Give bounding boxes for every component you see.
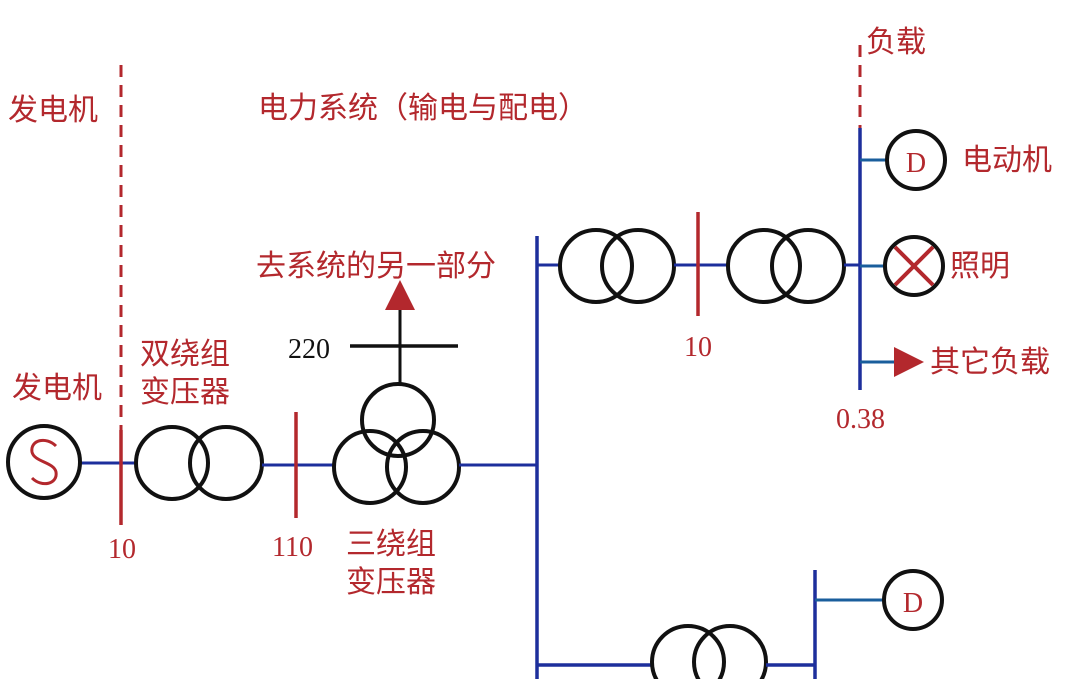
lighting-symbol [883, 235, 945, 297]
three-winding-transformer-symbol [332, 382, 461, 505]
voltage-mid-bus: 10 [684, 332, 712, 363]
two-winding-transformer-symbol [134, 425, 264, 501]
generator-top-label: 发电机 [8, 93, 98, 128]
lower-motor-symbol-letter: D [903, 588, 923, 619]
motor-symbol-letter: D [906, 148, 926, 179]
voltage-branch: 220 [288, 334, 330, 365]
voltage-hv-bus: 110 [272, 532, 313, 563]
generator-side-label: 发电机 [12, 371, 102, 406]
lower-motor-symbol [882, 569, 944, 631]
system-title: 电力系统（输电与配电） [258, 91, 588, 126]
load-top-label: 负载 [866, 25, 926, 60]
two-winding-label-line2: 变压器 [140, 375, 230, 410]
upper-transformer-2-symbol [726, 228, 846, 304]
generator-symbol [6, 424, 82, 500]
three-winding-label-line1: 三绕组 [346, 527, 436, 562]
other-load-label: 其它负载 [930, 345, 1050, 380]
two-winding-label-line1: 双绕组 [140, 337, 230, 372]
three-winding-label-line2: 变压器 [346, 565, 436, 600]
upper-transformer-1-symbol [558, 228, 676, 304]
to-other-part-label: 去系统的另一部分 [256, 249, 496, 284]
voltage-gen-bus: 10 [108, 534, 136, 565]
lighting-label: 照明 [950, 249, 1010, 284]
voltage-load-bus: 0.38 [836, 404, 885, 435]
lower-transformer-symbol [650, 624, 768, 679]
motor-label: 电动机 [962, 143, 1052, 178]
motor-symbol [885, 129, 947, 191]
